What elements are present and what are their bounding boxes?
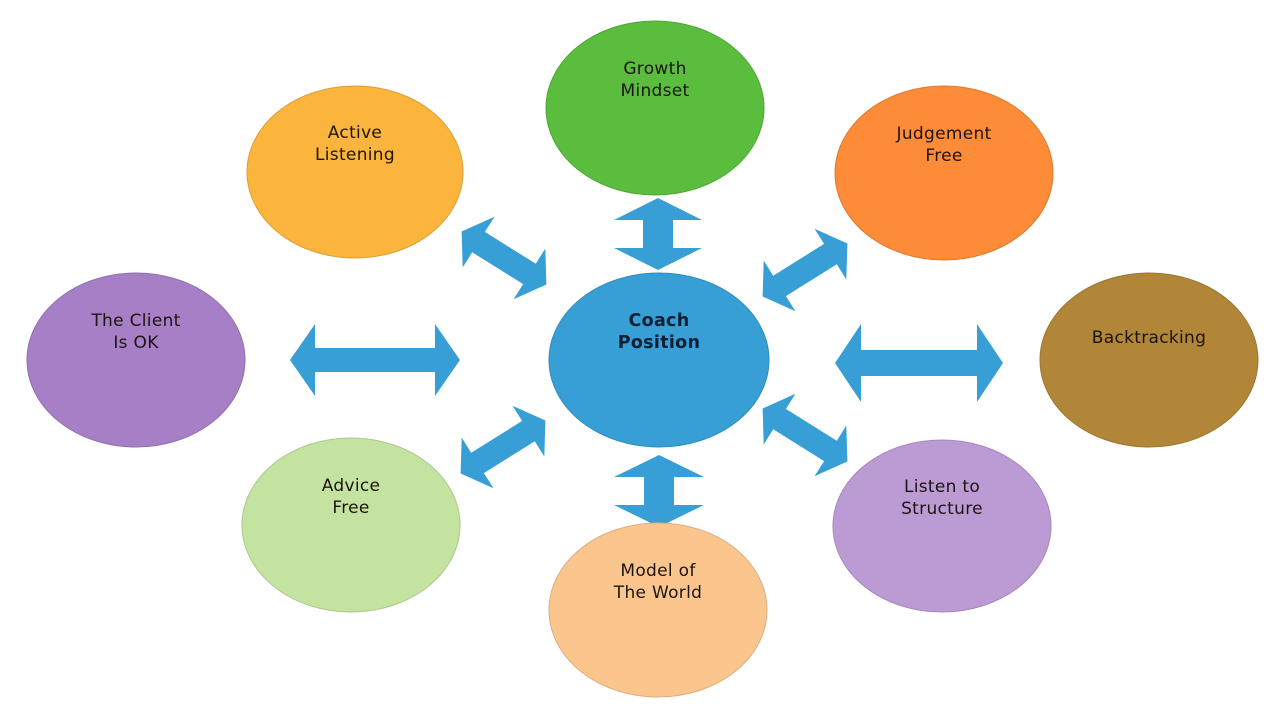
label-coach-position-line-1: Coach: [628, 311, 689, 331]
double-arrow-growth-mindset: [614, 198, 702, 270]
double-arrow-the-client-is-ok: [290, 324, 460, 396]
double-arrow-model-of-the-world: [614, 455, 704, 527]
label-listen-to-structure-line-2: Structure: [901, 499, 983, 519]
label-advice-free-line-1: Advice: [322, 476, 381, 496]
node-backtracking: Backtracking: [1039, 272, 1259, 448]
label-growth-mindset-line-1: Growth: [623, 59, 686, 79]
label-active-listening-line-1: Active: [328, 123, 382, 143]
double-arrow-active-listening: [461, 216, 547, 300]
label-the-client-is-ok-line-1: The Client: [90, 311, 180, 331]
ellipse-the-client-is-ok: [26, 272, 246, 448]
ellipse-active-listening: [246, 85, 464, 259]
label-model-of-the-world-line-2: The World: [613, 583, 702, 603]
ellipse-judgement-free: [834, 85, 1054, 261]
label-growth-mindset-line-2: Mindset: [620, 81, 689, 101]
label-coach-position-line-2: Position: [618, 333, 701, 353]
label-listen-to-structure-line-1: Listen to: [904, 477, 980, 497]
label-backtracking-line-1: Backtracking: [1092, 328, 1206, 348]
ellipse-listen-to-structure: [832, 439, 1052, 613]
ellipse-advice-free: [241, 437, 461, 613]
label-the-client-is-ok-line-2: Is OK: [113, 333, 159, 353]
label-model-of-the-world-line-1: Model of: [620, 561, 696, 581]
double-arrow-listen-to-structure: [762, 393, 848, 477]
ellipse-growth-mindset: [545, 20, 765, 196]
arrows-layer: [290, 198, 1003, 527]
double-arrow-advice-free: [460, 405, 546, 489]
label-judgement-free-line-1: Judgement: [896, 124, 992, 144]
label-judgement-free-line-2: Free: [925, 146, 962, 166]
double-arrow-judgement-free: [762, 228, 848, 312]
double-arrow-backtracking: [835, 324, 1003, 402]
ellipse-coach-position: [548, 272, 770, 448]
nodes-layer: CoachPositionGrowthMindsetJudgementFreeB…: [26, 20, 1259, 698]
ellipse-model-of-the-world: [548, 522, 768, 698]
label-advice-free-line-2: Free: [332, 498, 369, 518]
ellipse-backtracking: [1039, 272, 1259, 448]
label-active-listening-line-2: Listening: [315, 145, 395, 165]
